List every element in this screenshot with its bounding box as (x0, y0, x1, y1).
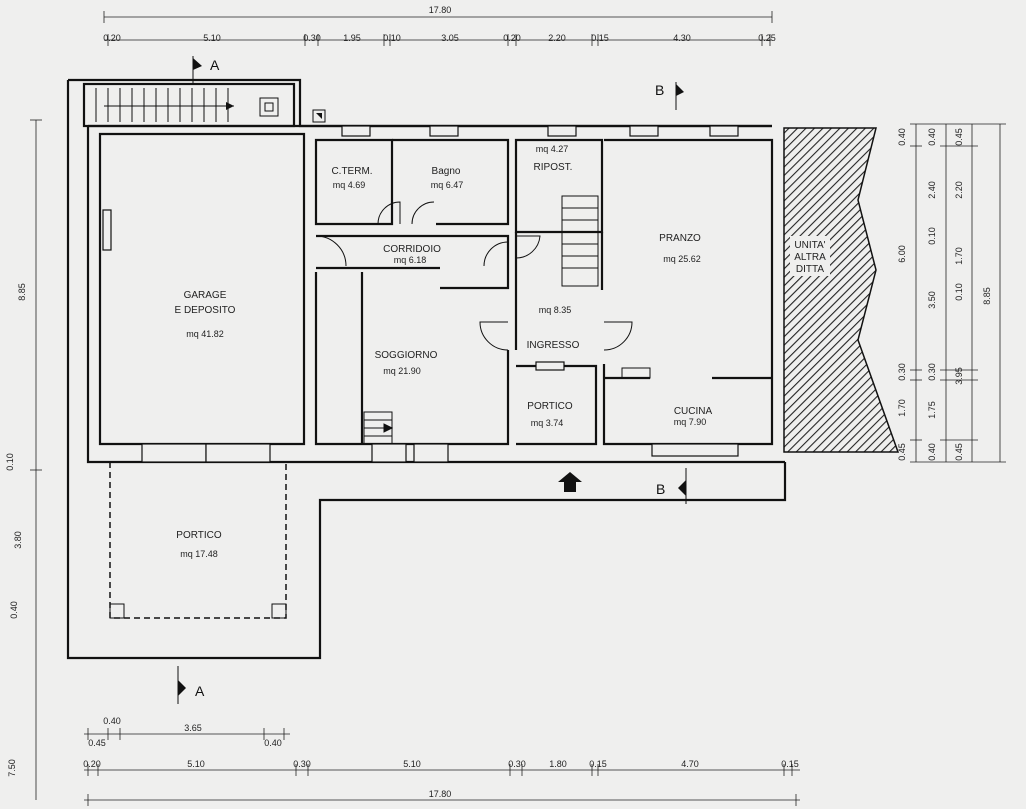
right-col2-dim-1: 2.40 (927, 181, 937, 199)
portico-large (109, 462, 287, 619)
garage-area: mq 41.82 (186, 329, 224, 339)
right-col1-dim-1: 6.00 (897, 245, 907, 263)
entrance-arrow-icon (558, 472, 582, 492)
section-b-top-label: B (655, 82, 664, 98)
soggiorno-area: mq 21.90 (383, 366, 421, 376)
bottom-total-dim: 17.80 (429, 789, 452, 799)
ripost-name: RIPOST. (534, 162, 573, 173)
top-seg-5: 3.05 (441, 33, 459, 43)
top-seg-3: 1.95 (343, 33, 361, 43)
bottom-seg-1: 5.10 (187, 759, 205, 769)
bottom-seg-2: 0.30 (293, 759, 311, 769)
portico-large-name: PORTICO (176, 530, 222, 541)
right-col3-dim-5: 0.45 (954, 443, 964, 461)
portico-small-area: mq 3.74 (531, 418, 564, 428)
ingresso-name: INGRESSO (527, 340, 580, 351)
bottom-portico-left-dim: 0.45 (88, 738, 106, 748)
top-seg-2: 0.30 (303, 33, 321, 43)
cterm-area: mq 4.69 (333, 180, 366, 190)
right-col3-dim-4: 3.95 (954, 367, 964, 385)
top-dimensions: 17.80 0.20 5.10 0.30 1.95 0.10 3.05 0.20… (103, 5, 776, 46)
door-swings (315, 201, 633, 351)
section-a-bottom-label: A (195, 683, 205, 699)
right-total-dim: 8.85 (982, 287, 992, 305)
other-unit-hatched: UNITA' ALTRA DITTA (783, 127, 900, 453)
right-col3-dim-3: 1.70 (954, 247, 964, 265)
top-seg-8: 0.15 (591, 33, 609, 43)
corridoio-name: CORRIDOIO (383, 244, 441, 255)
cterm-name: C.TERM. (331, 166, 372, 177)
pranzo-name: PRANZO (659, 233, 701, 244)
room-labels: GARAGE E DEPOSITO mq 41.82 C.TERM. mq 4.… (175, 144, 713, 559)
left-total-dim: 7.50 (7, 759, 17, 777)
top-seg-10: 0.25 (758, 33, 776, 43)
right-col2-dim-6: 0.40 (927, 443, 937, 461)
bagno-area: mq 6.47 (431, 180, 464, 190)
portico-small-name: PORTICO (527, 401, 573, 412)
right-col2-dim-0: 0.40 (927, 128, 937, 146)
bottom-portico-right-dim: 0.40 (264, 738, 282, 748)
top-total-dim: 17.80 (429, 5, 452, 15)
right-col2-dim-4: 0.30 (927, 363, 937, 381)
bottom-seg-5: 1.80 (549, 759, 567, 769)
corridoio-area: mq 6.18 (394, 255, 427, 265)
bottom-seg-3: 5.10 (403, 759, 421, 769)
pranzo-area: mq 25.62 (663, 254, 701, 264)
bottom-portico-top-dim: 0.40 (103, 716, 121, 726)
right-col2-dim-3: 3.50 (927, 291, 937, 309)
bagno-name: Bagno (432, 166, 461, 177)
ingresso-area: mq 8.35 (539, 305, 572, 315)
top-seg-4: 0.10 (383, 33, 401, 43)
garage-name-1: GARAGE (184, 290, 227, 301)
section-b-top-marker: B (655, 82, 684, 110)
top-seg-0: 0.20 (103, 33, 121, 43)
section-b-bottom-label: B (656, 481, 665, 497)
bottom-dimensions: 0.40 3.65 0.45 0.40 0.20 5.10 0.30 5.10 … (83, 716, 800, 806)
left-mid-dim: 0.10 (5, 453, 15, 471)
other-unit-label-1: UNITA' (794, 240, 825, 251)
bottom-seg-7: 4.70 (681, 759, 699, 769)
section-a-top-label: A (210, 57, 220, 73)
windows (102, 125, 739, 463)
right-col2-dim-2: 0.10 (927, 227, 937, 245)
external-stair (82, 82, 326, 128)
left-lower-dim: 3.80 (13, 531, 23, 549)
right-col1-dim-3: 1.70 (897, 399, 907, 417)
internal-stairs (363, 195, 599, 445)
other-unit-label-2: ALTRA (794, 252, 826, 263)
ripost-area: mq 4.27 (536, 144, 569, 154)
left-upper-dim: 8.85 (17, 283, 27, 301)
section-b-bottom-marker: B (656, 468, 687, 504)
soggiorno-name: SOGGIORNO (375, 350, 438, 361)
bottom-portico-mid-dim: 3.65 (184, 723, 202, 733)
section-a-bottom-marker: A (177, 666, 205, 704)
right-col3-dim-2: 0.10 (954, 283, 964, 301)
other-unit-label-3: DITTA (796, 264, 824, 275)
top-seg-7: 2.20 (548, 33, 566, 43)
lot-outline (66, 78, 787, 660)
right-col1-dim-0: 0.40 (897, 128, 907, 146)
right-dimensions: 0.40 6.00 0.30 1.70 0.45 0.40 2.40 0.10 … (897, 123, 1006, 463)
left-small-dim: 0.40 (9, 601, 19, 619)
garage-name-2: E DEPOSITO (175, 305, 236, 316)
section-marks: A B B A (177, 56, 687, 704)
cucina-name: CUCINA (674, 406, 713, 417)
right-col1-dim-4: 0.45 (897, 443, 907, 461)
right-col2-dim-5: 1.75 (927, 401, 937, 419)
bottom-seg-6: 0.15 (589, 759, 607, 769)
top-seg-1: 5.10 (203, 33, 221, 43)
right-col3-dim-0: 0.45 (954, 128, 964, 146)
portico-large-area: mq 17.48 (180, 549, 218, 559)
top-seg-6: 0.20 (503, 33, 521, 43)
top-seg-9: 4.30 (673, 33, 691, 43)
cucina-area: mq 7.90 (674, 417, 707, 427)
bottom-seg-8: 0.15 (781, 759, 799, 769)
right-col1-dim-2: 0.30 (897, 363, 907, 381)
left-dimensions: 8.85 0.10 3.80 0.40 7.50 (5, 119, 42, 800)
bottom-seg-4: 0.30 (508, 759, 526, 769)
right-col3-dim-1: 2.20 (954, 181, 964, 199)
bottom-seg-0: 0.20 (83, 759, 101, 769)
